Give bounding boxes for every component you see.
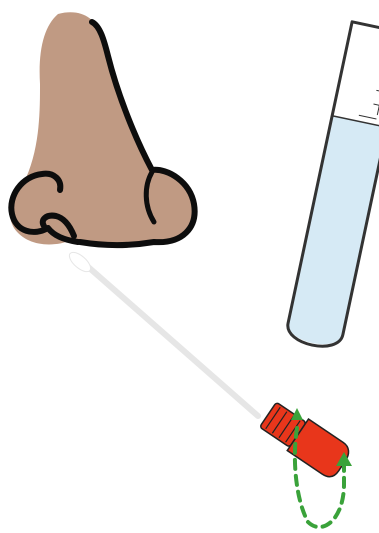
swab-cap-icon xyxy=(257,399,353,481)
nose-icon xyxy=(9,12,194,245)
test-tube-icon xyxy=(285,22,379,351)
nasal-swab-icon xyxy=(66,249,258,416)
tube-graduation-marks xyxy=(359,39,379,119)
